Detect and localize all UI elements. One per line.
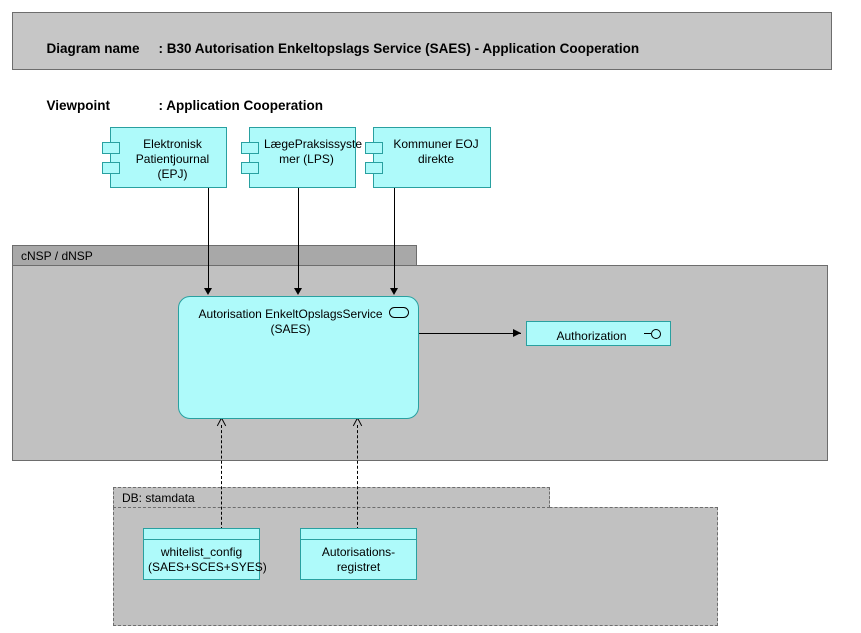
connector-epj-to-saes-arrowhead (204, 288, 212, 295)
component-epj[interactable]: Elektronisk Patientjournal (EPJ) (102, 127, 227, 188)
group-db-label: DB: stamdata (122, 491, 195, 505)
uml-component-icon-tab-top (365, 142, 383, 154)
viewpoint-value: Application Cooperation (166, 98, 324, 113)
group-nsp-label: cNSP / dNSP (21, 249, 93, 263)
data-object-autorisationsregistret-label-line2: registret (336, 560, 381, 574)
data-object-whitelist-config-label-line1: whitelist_config (160, 545, 243, 559)
application-interface-lollipop-icon (644, 328, 662, 339)
data-object-autorisationsregistret[interactable]: Autorisations- registret (300, 528, 417, 580)
component-kommuner-eoj-label-line2: direkte (417, 152, 455, 166)
connector-autreg-to-saes (357, 425, 358, 530)
viewpoint-label: Viewpoint (46, 98, 111, 113)
diagram-title-block: Diagram name: B30 Autorisation Enkeltops… (12, 12, 832, 113)
application-component-saes-label: Autorisation EnkeltOpslagsService (SAES) (179, 297, 418, 337)
uml-component-icon-tab-top (102, 142, 120, 154)
connector-saes-to-authorization (418, 333, 521, 334)
component-epj-label-line3: (EPJ) (157, 167, 188, 181)
component-lps[interactable]: LægePraksissyste mer (LPS) (241, 127, 363, 188)
data-object-whitelist-config-label: whitelist_config (SAES+SCES+SYES) (144, 545, 267, 575)
connector-kommuner-to-saes (394, 188, 395, 290)
connector-epj-to-saes (208, 188, 209, 290)
group-nsp-body[interactable] (12, 265, 828, 461)
application-interface-authorization-label: Authorization (556, 329, 627, 343)
component-epj-label-line1: Elektronisk (143, 137, 202, 151)
connector-whitelist-to-saes (221, 425, 222, 530)
diagram-name-label: Diagram name (46, 41, 140, 56)
connector-kommuner-to-saes-arrowhead (390, 288, 398, 295)
component-kommuner-eoj-label: Kommuner EOJ direkte (374, 128, 490, 167)
connector-whitelist-to-saes-arrowhead (216, 417, 227, 427)
component-lps-label-line1: LægePraksissyste (264, 137, 363, 151)
connector-autreg-to-saes-arrowhead (352, 417, 363, 427)
connector-lps-to-saes (298, 188, 299, 290)
application-component-saes-label-line1: Autorisation EnkeltOpslagsService (198, 307, 383, 321)
diagram-name-line: Diagram name: B30 Autorisation Enkeltops… (24, 20, 831, 77)
diagram-name-value: B30 Autorisation Enkeltopslags Service (… (166, 41, 640, 56)
component-epj-label-line2: Patientjournal (135, 152, 210, 166)
component-lps-label: LægePraksissyste mer (LPS) (250, 128, 363, 167)
viewpoint-line: Viewpoint: Application Cooperation (24, 77, 831, 134)
viewpoint-separator: : (158, 98, 167, 113)
application-component-icon (389, 307, 409, 318)
data-object-whitelist-config-label-line2: (SAES+SCES+SYES) (148, 560, 267, 574)
uml-component-icon-tab-bottom (241, 162, 259, 174)
component-lps-label-line2: mer (LPS) (279, 152, 334, 166)
uml-component-icon-tab-bottom (102, 162, 120, 174)
uml-component-icon-tab-bottom (365, 162, 383, 174)
component-kommuner-eoj[interactable]: Kommuner EOJ direkte (365, 127, 491, 188)
diagram-name-separator: : (158, 41, 167, 56)
component-epj-label: Elektronisk Patientjournal (EPJ) (111, 128, 226, 182)
connector-saes-to-authorization-arrowhead (513, 329, 521, 337)
uml-component-icon-tab-top (241, 142, 259, 154)
application-interface-authorization[interactable]: Authorization (526, 321, 671, 346)
connector-lps-to-saes-arrowhead (294, 288, 302, 295)
component-kommuner-eoj-label-line1: Kommuner EOJ (393, 137, 479, 151)
group-nsp-header[interactable]: cNSP / dNSP (12, 245, 417, 266)
data-object-autorisationsregistret-label-line1: Autorisations- (321, 545, 396, 559)
data-object-whitelist-config[interactable]: whitelist_config (SAES+SCES+SYES) (143, 528, 267, 580)
application-component-saes-label-line2: (SAES) (270, 322, 311, 336)
data-object-autorisationsregistret-label: Autorisations- registret (301, 545, 416, 575)
application-component-saes[interactable]: Autorisation EnkeltOpslagsService (SAES) (178, 296, 419, 419)
data-object-header-band (301, 529, 416, 540)
group-db-header[interactable]: DB: stamdata (113, 487, 550, 508)
data-object-header-band (144, 529, 259, 540)
